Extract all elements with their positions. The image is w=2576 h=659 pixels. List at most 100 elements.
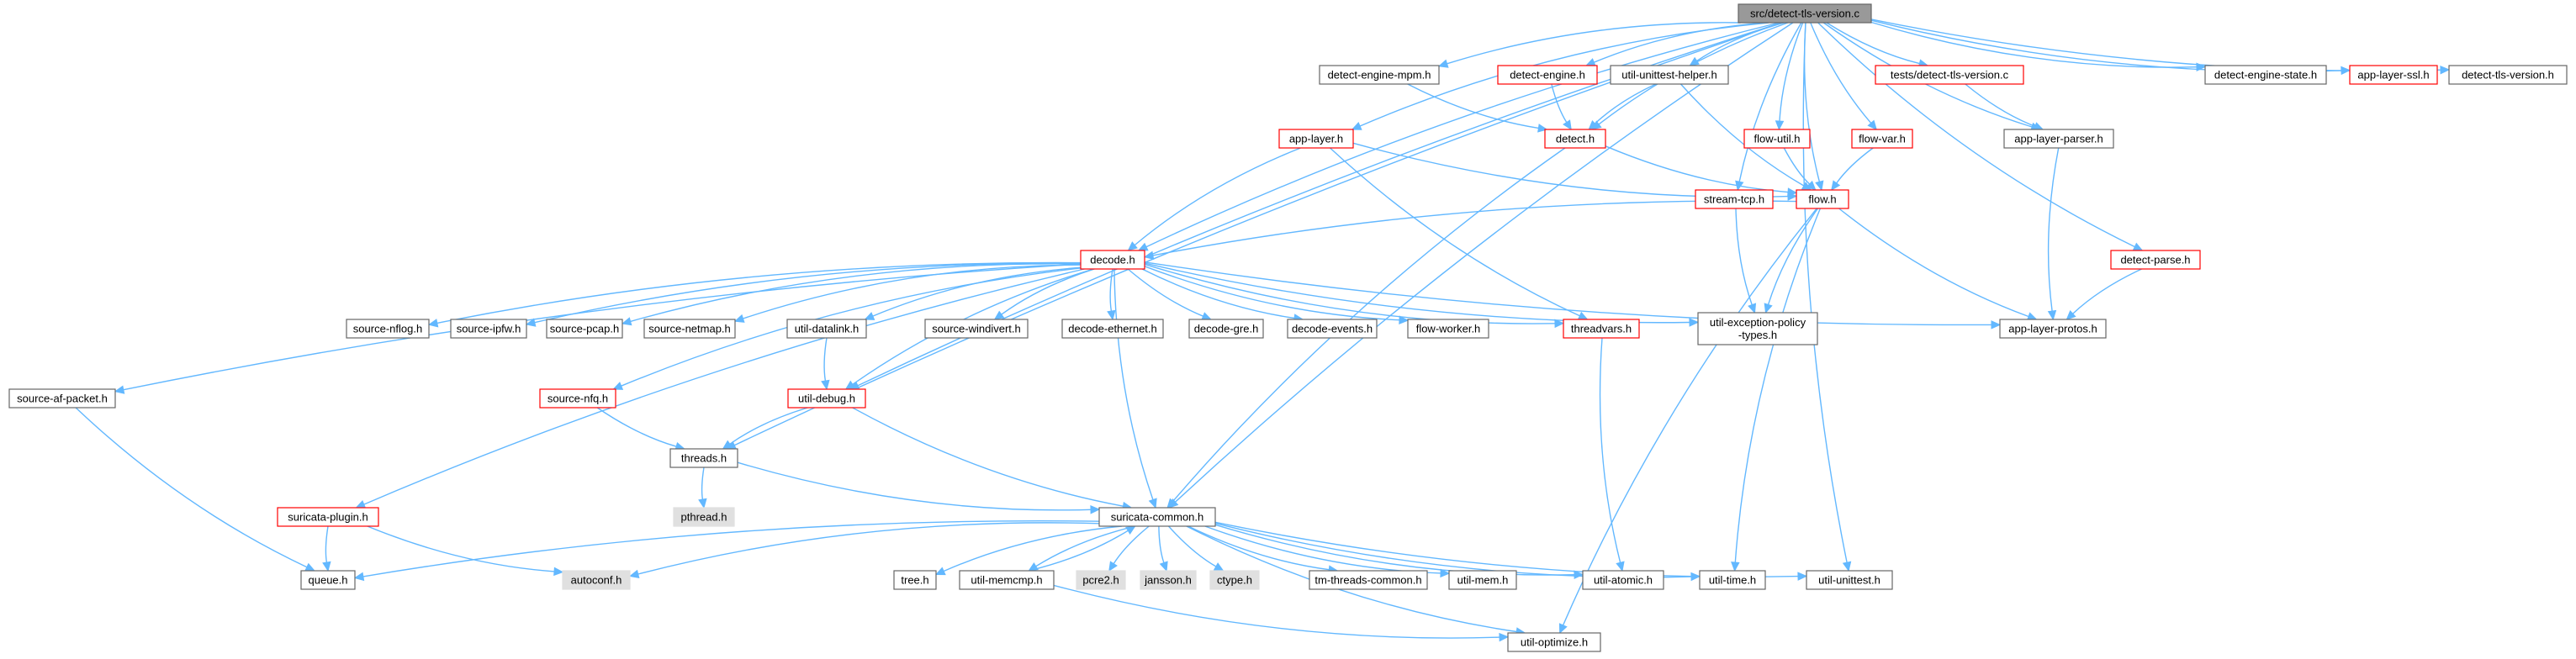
node-source-nflog[interactable]: source-nflog.h bbox=[346, 319, 430, 339]
node-util-time[interactable]: util-time.h bbox=[1699, 570, 1766, 590]
node-suricata-plugin[interactable]: suricata-plugin.h bbox=[277, 507, 379, 527]
node-flow-util[interactable]: flow-util.h bbox=[1743, 129, 1811, 149]
edge-line bbox=[123, 263, 1082, 391]
edge-line bbox=[1767, 208, 1819, 305]
arrowhead bbox=[1616, 561, 1625, 572]
node-detect-tls-version[interactable]: detect-tls-version.h bbox=[2448, 65, 2568, 85]
node-util-memcmp[interactable]: util-memcmp.h bbox=[959, 570, 1055, 590]
node-tm-threads-common[interactable]: tm-threads-common.h bbox=[1309, 570, 1428, 590]
arrowhead bbox=[2440, 65, 2451, 75]
node-source-windivert[interactable]: source-windivert.h bbox=[924, 319, 1029, 339]
node-suricata-common[interactable]: suricata-common.h bbox=[1098, 507, 1216, 527]
node-app-layer-parser[interactable]: app-layer-parser.h bbox=[2003, 129, 2114, 149]
node-decode-ethernet[interactable]: decode-ethernet.h bbox=[1061, 319, 1164, 339]
edge-line bbox=[1779, 22, 1804, 122]
node-util-debug[interactable]: util-debug.h bbox=[787, 388, 866, 409]
arrowhead bbox=[1159, 561, 1168, 572]
arrowhead bbox=[864, 312, 875, 320]
node-util-atomic[interactable]: util-atomic.h bbox=[1582, 570, 1664, 590]
edge-detect-engine-to-detect bbox=[1551, 83, 1572, 131]
arrowhead bbox=[1201, 312, 1213, 320]
arrowhead bbox=[1166, 498, 1177, 509]
node-detect[interactable]: detect.h bbox=[1544, 129, 1606, 149]
node-detect-engine-state[interactable]: detect-engine-state.h bbox=[2204, 65, 2327, 85]
edge-root-to-threads bbox=[726, 22, 1783, 450]
node-jansson[interactable]: jansson.h bbox=[1140, 570, 1197, 590]
node-source-ipfw[interactable]: source-ipfw.h bbox=[450, 319, 527, 339]
node-util-exception-policy-types[interactable]: util-exception-policy-types.h bbox=[1697, 312, 1818, 345]
arrowhead bbox=[993, 310, 1005, 320]
edge-util-debug-to-threads bbox=[722, 407, 808, 450]
edge-line bbox=[1214, 522, 1692, 578]
node-util-datalink[interactable]: util-datalink.h bbox=[786, 319, 867, 339]
node-box bbox=[2003, 129, 2114, 149]
edge-root-to-flow bbox=[1803, 22, 1824, 192]
node-detect-engine-mpm[interactable]: detect-engine-mpm.h bbox=[1319, 65, 1440, 85]
edge-detect-to-suricata-common bbox=[1166, 147, 1566, 509]
arrowhead bbox=[322, 561, 331, 572]
edge-line bbox=[1735, 208, 1753, 305]
edge-detect-to-flow bbox=[1605, 145, 1798, 197]
node-decode-events[interactable]: decode-events.h bbox=[1287, 319, 1378, 339]
node-app-layer-protos[interactable]: app-layer-protos.h bbox=[1999, 319, 2107, 339]
node-pcre2[interactable]: pcre2.h bbox=[1076, 570, 1126, 590]
node-threadvars[interactable]: threadvars.h bbox=[1563, 319, 1640, 339]
node-app-layer[interactable]: app-layer.h bbox=[1278, 129, 1354, 149]
edge-line bbox=[630, 263, 1082, 323]
node-label: detect-tls-version.h bbox=[2462, 69, 2554, 82]
node-source-pcap[interactable]: source-pcap.h bbox=[546, 319, 623, 339]
edge-line bbox=[1803, 22, 1821, 182]
edge-line bbox=[852, 407, 1124, 507]
arrowhead bbox=[1689, 318, 1700, 327]
node-label: suricata-plugin.h bbox=[288, 511, 368, 524]
node-decode[interactable]: decode.h bbox=[1080, 250, 1145, 270]
edge-app-layer-to-decode bbox=[1127, 147, 1301, 251]
edge-suricata-plugin-to-queue bbox=[322, 525, 331, 572]
node-detect-engine[interactable]: detect-engine.h bbox=[1497, 65, 1598, 85]
edge-line bbox=[1134, 147, 1301, 246]
node-label: pthread.h bbox=[681, 511, 727, 524]
edge-line bbox=[1144, 266, 1400, 321]
edge-line bbox=[1214, 521, 1799, 578]
edge-util-memcmp-to-suricata-common bbox=[1029, 525, 1136, 572]
node-box bbox=[2204, 65, 2327, 85]
node-detect-parse[interactable]: detect-parse.h bbox=[2110, 250, 2201, 270]
edge-line bbox=[2072, 268, 2142, 314]
edge-line bbox=[596, 407, 677, 447]
edge-line bbox=[1562, 208, 1817, 626]
node-queue[interactable]: queue.h bbox=[300, 570, 356, 590]
edge-decode-to-util-datalink bbox=[864, 266, 1082, 320]
node-tree[interactable]: tree.h bbox=[893, 570, 937, 590]
node-source-nfq[interactable]: source-nfq.h bbox=[539, 388, 616, 409]
node-flow-worker[interactable]: flow-worker.h bbox=[1407, 319, 1489, 339]
node-app-layer-ssl[interactable]: app-layer-ssl.h bbox=[2349, 65, 2438, 85]
node-flow-var[interactable]: flow-var.h bbox=[1851, 129, 1913, 149]
node-box bbox=[277, 507, 379, 527]
node-box bbox=[2448, 65, 2568, 85]
node-box bbox=[787, 388, 866, 409]
arrowhead bbox=[1399, 315, 1410, 324]
node-source-netmap[interactable]: source-netmap.h bbox=[643, 319, 736, 339]
node-util-unittest-helper[interactable]: util-unittest-helper.h bbox=[1610, 65, 1729, 85]
edge-line bbox=[367, 525, 555, 572]
node-flow[interactable]: flow.h bbox=[1796, 189, 1849, 209]
node-ctype[interactable]: ctype.h bbox=[1209, 570, 1260, 590]
node-util-optimize[interactable]: util-optimize.h bbox=[1507, 632, 1601, 652]
node-box bbox=[673, 507, 735, 527]
node-decode-gre[interactable]: decode-gre.h bbox=[1188, 319, 1264, 339]
arrowhead bbox=[1499, 632, 1510, 642]
arrowhead bbox=[698, 498, 707, 509]
node-autoconf[interactable]: autoconf.h bbox=[562, 570, 631, 590]
node-util-mem[interactable]: util-mem.h bbox=[1448, 570, 1517, 590]
node-source-af-packet[interactable]: source-af-packet.h bbox=[8, 388, 116, 409]
node-label: source-pcap.h bbox=[550, 323, 619, 335]
node-pthread[interactable]: pthread.h bbox=[673, 507, 735, 527]
arrowhead bbox=[1563, 119, 1572, 131]
node-util-unittest[interactable]: util-unittest.h bbox=[1806, 570, 1893, 590]
node-box bbox=[959, 570, 1055, 590]
node-root[interactable]: src/detect-tls-version.c bbox=[1738, 3, 1872, 24]
node-threads[interactable]: threads.h bbox=[669, 448, 738, 468]
node-box bbox=[1697, 312, 1818, 345]
node-stream-tcp[interactable]: stream-tcp.h bbox=[1695, 189, 1774, 209]
node-tests-detect-tls-version[interactable]: tests/detect-tls-version.c bbox=[1875, 65, 2024, 85]
